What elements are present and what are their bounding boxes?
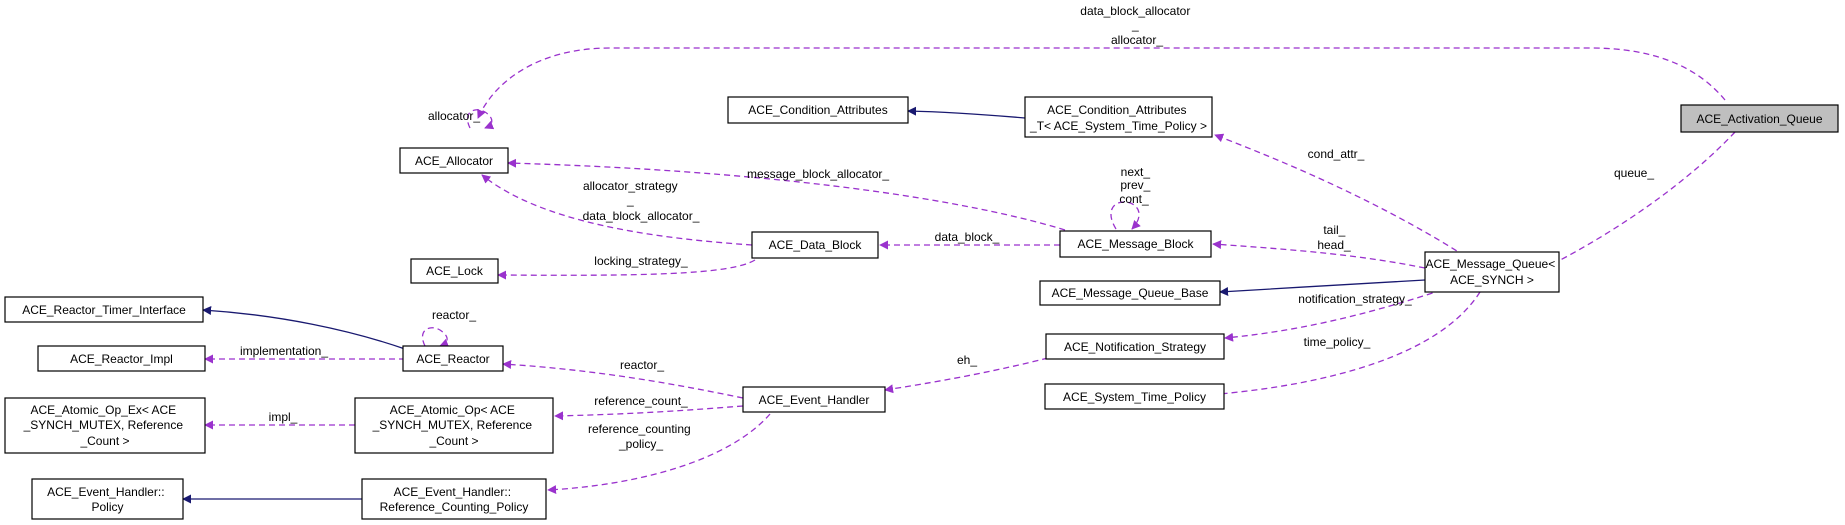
svg-text:ACE_Allocator: ACE_Allocator <box>415 154 493 168</box>
svg-text:ACE_Reactor_Impl: ACE_Reactor_Impl <box>70 352 173 366</box>
edge-label-notification-strategy: notification_strategy_ <box>1298 292 1412 306</box>
edge-label-locking-strategy: locking_strategy_ <box>594 254 688 268</box>
svg-text:ACE_Lock: ACE_Lock <box>426 264 484 278</box>
edge-label-reference-count: reference_count_ <box>594 394 688 408</box>
edge-data-block-lock <box>497 259 756 280</box>
edge-label-allocator-strategy: allocator_strategy _ data_block_allocato… <box>583 179 700 223</box>
node-message-block[interactable]: ACE_Message_Block <box>1059 230 1212 258</box>
edge-label-data-block: data_block_ <box>935 230 1000 244</box>
svg-text:ACE_Data_Block: ACE_Data_Block <box>769 238 863 252</box>
edge-label-cond-attr: cond_attr_ <box>1308 147 1365 161</box>
edge-label-reactor: reactor_ <box>620 358 664 372</box>
edge-message-queue-notification-strategy <box>1224 289 1443 342</box>
node-atomic-op-ex[interactable]: ACE_Atomic_Op_Ex< ACE _SYNCH_MUTEX, Refe… <box>4 397 206 454</box>
edge-label-eh: eh_ <box>957 353 977 367</box>
edge-event-handler-reactor <box>502 360 744 399</box>
svg-text:ACE_Condition_Attributes: ACE_Condition_Attributes <box>748 103 887 117</box>
edge-label-message-block-allocator: message_block_allocator_ <box>747 167 889 181</box>
edge-message-queue-base <box>1219 279 1426 297</box>
svg-text:ACE_Atomic_Op_Ex< ACE: ACE_Atomic_Op_Ex< ACE _SYNCH_MUTEX, Refe… <box>23 403 187 448</box>
edge-message-block-allocator <box>507 158 1066 231</box>
edge-activation-queue-allocator <box>477 47 1726 119</box>
edge-label-reference-counting-policy: reference_counting _policy_ <box>588 422 694 451</box>
node-message-queue-base[interactable]: ACE_Message_Queue_Base <box>1039 280 1221 306</box>
node-condition-attributes[interactable]: ACE_Condition_Attributes <box>727 96 909 124</box>
svg-text:ACE_Event_Handler:: Po: ACE_Event_Handler:: Policy <box>47 485 168 514</box>
svg-text:ACE_Condition_Attributes: ACE_Condition_Attributes _T< ACE_System_… <box>1029 103 1207 133</box>
svg-text:ACE_Message_Block: ACE_Message_Block <box>1077 237 1194 251</box>
svg-text:ACE_Activation_Queue: ACE_Activation_Queue <box>1696 112 1822 126</box>
node-data-block[interactable]: ACE_Data_Block <box>751 231 879 259</box>
svg-text:ACE_Message_Queue_Base: ACE_Message_Queue_Base <box>1052 286 1209 300</box>
node-message-queue[interactable]: ACE_Message_Queue< ACE_SYNCH > <box>1424 251 1560 293</box>
svg-text:ACE_Reactor_Timer_Interface: ACE_Reactor_Timer_Interface <box>22 303 186 317</box>
edge-notification-strategy-event-handler <box>884 357 1049 394</box>
node-event-handler-policy[interactable]: ACE_Event_Handler:: Policy <box>31 478 184 520</box>
edge-label-reactor-self: reactor_ <box>432 308 476 322</box>
svg-text:ACE_Reactor: ACE_Reactor <box>416 352 489 366</box>
edge-message-block-self <box>1110 201 1141 230</box>
node-reactor[interactable]: ACE_Reactor <box>402 345 504 372</box>
edge-event-handler-atomic-op <box>554 405 744 421</box>
edge-message-queue-message-block <box>1212 240 1426 269</box>
edge-event-handler-ref-policy <box>547 413 771 495</box>
edge-reactor-timer-interface <box>202 306 406 350</box>
node-event-handler[interactable]: ACE_Event_Handler <box>742 386 886 413</box>
node-notification-strategy[interactable]: ACE_Notification_Strategy <box>1045 333 1225 360</box>
edge-cond-attr-t-cond-attr <box>907 106 1026 119</box>
node-event-handler-reference-counting-policy[interactable]: ACE_Event_Handler:: Reference_Counting_P… <box>361 478 547 520</box>
edge-label-message-block-self: next_ prev_ cont_ <box>1119 165 1153 206</box>
edge-label-impl: impl_ <box>269 410 298 424</box>
edge-label-queue: queue_ <box>1614 166 1654 180</box>
node-activation-queue[interactable]: ACE_Activation_Queue <box>1680 104 1839 133</box>
edge-label-allocator-top: data_block_allocator _ allocator_ <box>1080 4 1193 47</box>
svg-text:ACE_Notification_Strategy: ACE_Notification_Strategy <box>1064 340 1206 354</box>
svg-text:ACE_Event_Handler: ACE_Event_Handler <box>759 393 870 407</box>
svg-text:ACE_Event_Handler:: Re: ACE_Event_Handler:: Reference_Counting_P… <box>380 485 529 514</box>
edge-data-block-allocator <box>481 174 753 246</box>
edge-reactor-self <box>421 327 450 348</box>
node-condition-attributes-t[interactable]: ACE_Condition_Attributes _T< ACE_System_… <box>1024 96 1213 138</box>
node-reactor-impl[interactable]: ACE_Reactor_Impl <box>37 345 206 372</box>
edge-label-tail-head: tail_ head_ <box>1317 223 1351 252</box>
edge-activation-queue-message-queue <box>1544 131 1736 269</box>
edge-label-time-policy: time_policy_ <box>1304 335 1371 349</box>
node-lock[interactable]: ACE_Lock <box>410 258 499 284</box>
edge-label-implementation: implementation_ <box>240 344 328 358</box>
edge-message-queue-time-policy <box>1207 291 1481 399</box>
node-reactor-timer-interface[interactable]: ACE_Reactor_Timer_Interface <box>4 296 204 323</box>
edge-allocator-self <box>466 109 495 130</box>
svg-text:ACE_Message_Queue< ACE: ACE_Message_Queue< ACE_SYNCH > <box>1425 257 1558 287</box>
node-atomic-op[interactable]: ACE_Atomic_Op< ACE _SYNCH_MUTEX, Referen… <box>354 397 554 454</box>
node-system-time-policy[interactable]: ACE_System_Time_Policy <box>1044 383 1225 410</box>
svg-text:ACE_System_Time_Policy: ACE_System_Time_Policy <box>1063 390 1206 404</box>
node-allocator[interactable]: ACE_Allocator <box>399 147 509 174</box>
edge-cond-attr-t-message-queue <box>1214 133 1466 257</box>
svg-text:ACE_Atomic_Op< ACE _SY: ACE_Atomic_Op< ACE _SYNCH_MUTEX, Referen… <box>372 403 536 448</box>
edge-label-allocator-self: allocator_ <box>428 109 480 123</box>
